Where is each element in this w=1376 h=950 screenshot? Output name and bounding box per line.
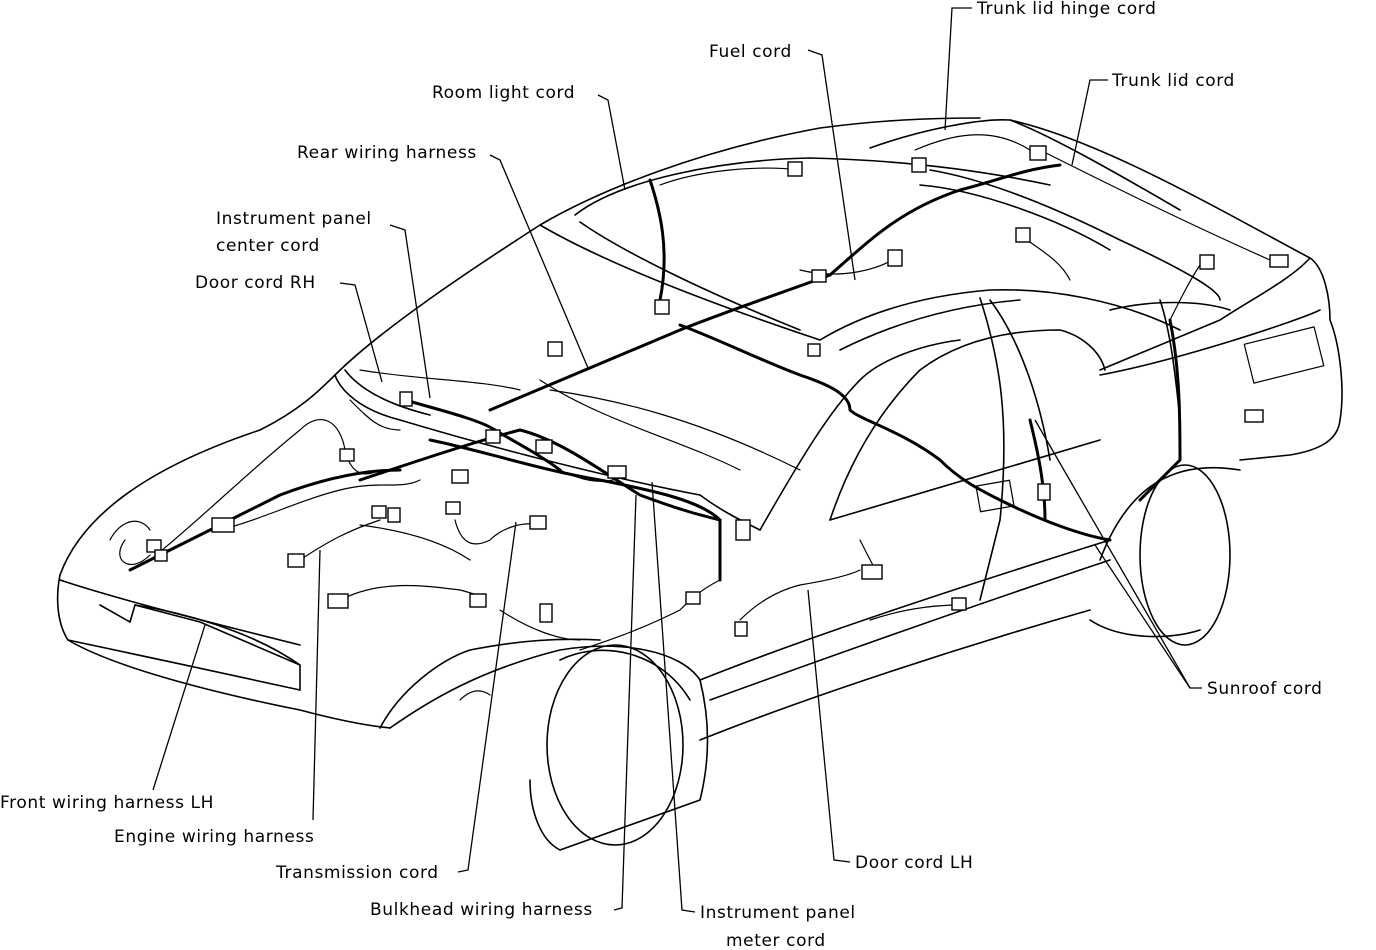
car-body: [56, 117, 1343, 851]
label-transmission-cord: Transmission cord: [275, 863, 439, 883]
label-door-cord-lh: Door cord LH: [855, 853, 973, 873]
label-room-light-cord: Room light cord: [432, 83, 575, 103]
leader-lines: [152, 7, 1202, 913]
connectors: [146, 145, 1289, 637]
label-trunk-lid-hinge-cord: Trunk lid hinge cord: [976, 0, 1156, 19]
label-instrument-panel-meter-cord-line2: meter cord: [726, 931, 826, 950]
label-rear-wiring-harness: Rear wiring harness: [297, 143, 477, 163]
label-engine-wiring-harness: Engine wiring harness: [114, 827, 314, 847]
label-fuel-cord: Fuel cord: [709, 42, 792, 62]
label-instrument-panel-meter-cord-line1: Instrument panel: [700, 903, 856, 923]
label-bulkhead-wiring-harness: Bulkhead wiring harness: [370, 900, 593, 920]
label-sunroof-cord: Sunroof cord: [1207, 679, 1323, 699]
callout-labels: Trunk lid hinge cord Trunk lid cord Fuel…: [0, 0, 1323, 950]
label-instrument-panel-center-cord-line1: Instrument panel: [216, 209, 372, 229]
label-instrument-panel-center-cord-line2: center cord: [216, 236, 320, 256]
label-trunk-lid-cord: Trunk lid cord: [1111, 71, 1235, 91]
label-front-wiring-harness-lh: Front wiring harness LH: [0, 793, 214, 813]
label-door-cord-rh: Door cord RH: [195, 273, 316, 293]
